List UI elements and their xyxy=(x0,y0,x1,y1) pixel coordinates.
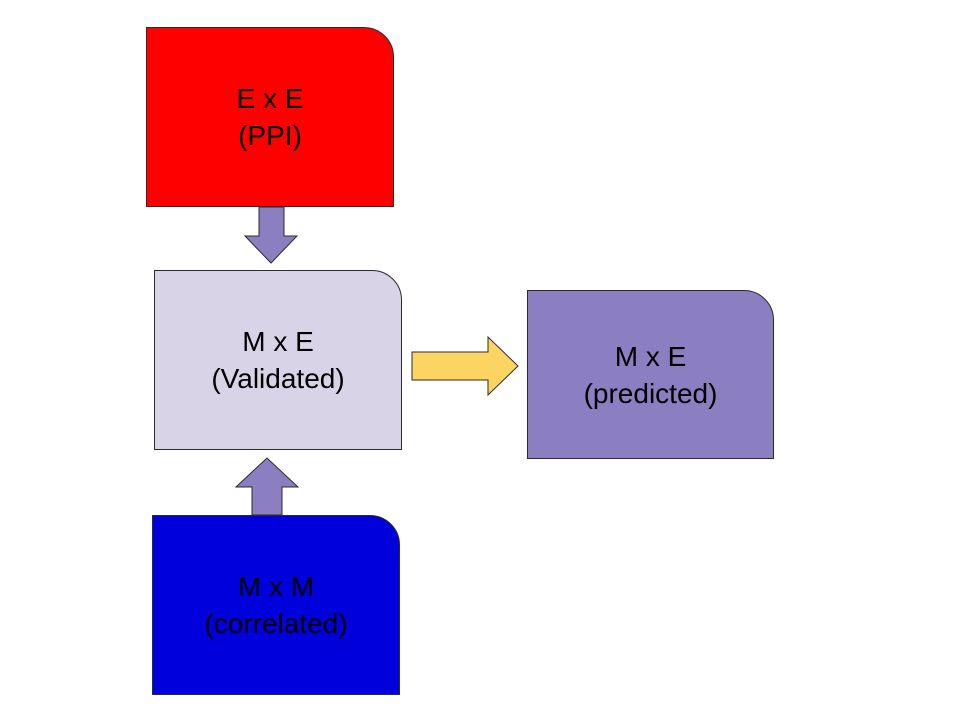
validated-box-subtitle: (Validated) xyxy=(211,363,345,394)
me-predicted-box: M x E (predicted) xyxy=(527,290,774,459)
me-validated-box: M x E (Validated) xyxy=(154,270,402,450)
validated-box-title: M x E xyxy=(242,326,314,357)
ee-ppi-box: E x E (PPI) xyxy=(146,27,394,207)
predicted-box-subtitle: (predicted) xyxy=(583,377,718,409)
mm-box-subtitle: (correlated) xyxy=(204,608,348,639)
mm-correlated-box: M x M (correlated) xyxy=(152,515,400,695)
ee-box-title: E x E xyxy=(236,83,304,114)
mm-box-title: M x M xyxy=(237,571,315,602)
predicted-box-title: M x E xyxy=(614,340,687,372)
ee-box-subtitle: (PPI) xyxy=(238,120,302,151)
